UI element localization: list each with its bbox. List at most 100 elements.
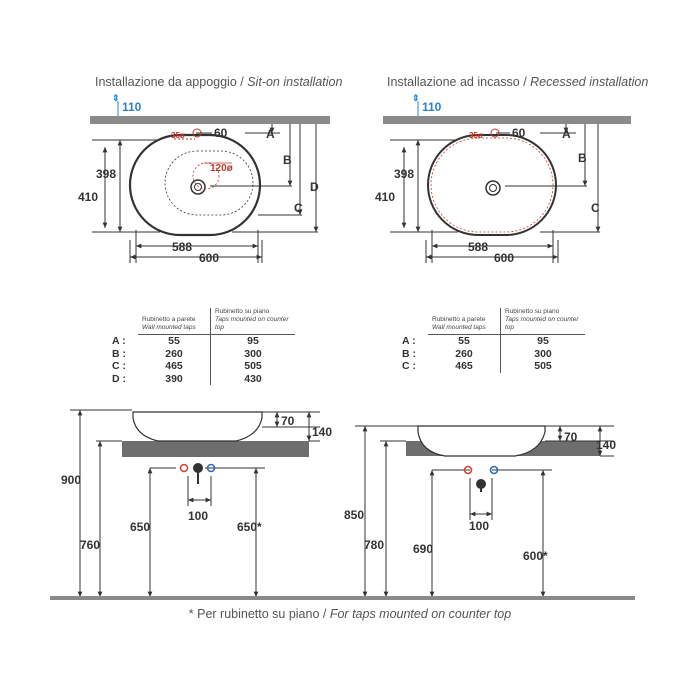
plan-recessed-dim-inner-depth: 398 [394,167,414,181]
plan-sit-on-dim-inner-depth: 398 [96,167,116,181]
elevation-recessed-dim-600-star: 600* [523,549,548,563]
elevation-sit-on-tap-red [179,463,189,473]
plan-recessed-dim-outer-depth: 410 [375,190,395,204]
elevation-recessed-tap-blue [489,465,499,475]
title-sit-on: Installazione da appoggio / Sit-on insta… [95,75,342,89]
spec-recessed-col2-en: Taps mounted on counter top [505,316,579,331]
spec-recessed-row-counter: 95 [500,334,585,348]
spec-sit-on-row-key: D : [112,372,126,385]
table-row: A : 55 95 [402,334,585,348]
spec-recessed-row-key: B : [402,347,416,360]
spec-sit-on-row-key: B : [112,347,126,360]
plan-sit-on-dim-inner-width: 588 [172,240,192,254]
spec-sit-on-row-wall: 390 [165,372,183,385]
spec-sit-on-row-counter: 300 [210,347,295,360]
elevation-sit-on-dim-650-star: 650* [237,520,262,534]
table-row: C : 465 505 [112,360,295,373]
elevation-sit-on-valve [193,463,203,473]
spec-recessed-row-wall: 465 [455,360,473,372]
elevation-sit-on-tap-blue [206,463,216,473]
plan-sit-on-dim-taps: 35ø [171,131,185,140]
spec-recessed-row-counter: 300 [500,347,585,360]
footnote-en: For taps mounted on counter top [329,607,512,621]
elevation-sit-on [50,409,340,600]
plan-sit-on-dim-outer-width: 600 [199,251,219,265]
table-row: C : 465 505 [402,360,585,373]
elevation-recessed-valve [476,479,486,489]
plan-recessed-label-a: A [562,127,571,141]
spec-recessed-row-wall: 260 [455,347,473,360]
spec-sit-on-row-key: A : [112,334,126,347]
spec-sit-on-col2-en: Taps mounted on counter top [215,316,289,331]
elevation-recessed-dim-850: 850 [344,508,364,522]
plan-recessed [383,101,631,263]
plan-sit-on-label-a: A [266,127,275,141]
elevation-recessed [335,425,635,600]
footnote-it: * Per rubinetto su piano / [188,607,327,621]
title-sit-on-it: Installazione da appoggio / [95,75,244,89]
spec-sit-on-col1-en: Wall mounted taps [142,324,196,331]
elevation-recessed-basin [417,425,546,457]
plan-recessed-dim-taps-offset: 60 [512,126,526,140]
elevation-recessed-tap-red [463,465,473,475]
elevation-sit-on-dim-100: 100 [188,509,208,523]
spec-sit-on-row-counter: 505 [210,360,295,373]
elevation-recessed-dim-690: 690 [413,542,433,556]
plan-recessed-dim-outer-width: 600 [494,251,514,265]
plan-recessed-basin-dash [430,137,554,233]
plan-sit-on-dim-drain: 120ø [210,163,234,174]
elevation-sit-on-dim-70: 70 [281,414,295,428]
spec-recessed-row-wall: 55 [458,335,470,347]
title-recessed-it: Installazione ad incasso / [387,75,527,89]
elevation-sit-on-dim-760: 760 [80,538,100,552]
plan-sit-on [90,101,330,263]
elevation-sit-on-floor [50,596,340,600]
elevation-recessed-dim-780: 780 [364,538,384,552]
plan-sit-on-label-b: B [283,153,292,167]
title-sit-on-en: Sit-on installation [247,75,343,89]
plan-sit-on-counter [90,116,330,124]
elevation-sit-on-dim-900: 900 [61,473,81,487]
plan-recessed-label-c: C [591,201,600,215]
table-row: B : 260 300 [402,347,585,360]
arrow-up-down-icon-right: ⇕ [412,93,420,103]
spec-recessed-row-counter: 505 [500,360,585,373]
elevation-recessed-dim-140: 140 [596,438,616,452]
title-recessed: Installazione ad incasso / Recessed inst… [387,75,648,89]
spec-sit-on-row-wall: 260 [165,347,183,360]
elevation-sit-on-dim-140: 140 [312,425,332,439]
plan-recessed-dim-taps: 35ø [469,131,483,140]
table-row: B : 260 300 [112,347,295,360]
plan-recessed-label-b: B [578,151,587,165]
plan-recessed-drain [485,180,501,196]
spec-recessed-col1-en: Wall mounted taps [432,324,486,331]
spec-recessed-col2-it: Rubinetto su piano [505,308,560,315]
plan-recessed-drain-inner [489,184,497,192]
spec-sit-on-row-key: C : [112,360,126,372]
plan-sit-on-drain [190,179,206,195]
spec-sit-on-row-wall: 55 [168,335,180,347]
table-row: D : 390 430 [112,372,295,385]
plan-sit-on-dim-taps-offset: 60 [214,126,228,140]
elevation-sit-on-dim-650: 650 [130,520,150,534]
plan-recessed-dim-inner-width: 588 [468,240,488,254]
footnote: * Per rubinetto su piano / For taps moun… [0,607,700,621]
title-recessed-en: Recessed installation [530,75,649,89]
elevation-sit-on-counter [122,441,309,457]
plan-sit-on-basin-outer [128,133,262,237]
plan-sit-on-dim-outer-depth: 410 [78,190,98,204]
spec-sit-on-row-wall: 465 [165,360,183,372]
elevation-recessed-dim-70: 70 [564,430,578,444]
spec-sit-on-col2-it: Rubinetto su piano [215,308,270,315]
plan-sit-on-dim-top: 110 [122,100,142,114]
plan-sit-on-drain-inner [194,183,202,191]
spec-recessed-row-key: A : [402,334,416,347]
elevation-recessed-dim-100: 100 [469,519,489,533]
arrow-up-down-icon: ⇕ [112,93,120,103]
plan-sit-on-label-c: C [294,201,303,215]
spec-sit-on-row-counter: 95 [210,334,295,348]
plan-recessed-counter [383,116,631,124]
